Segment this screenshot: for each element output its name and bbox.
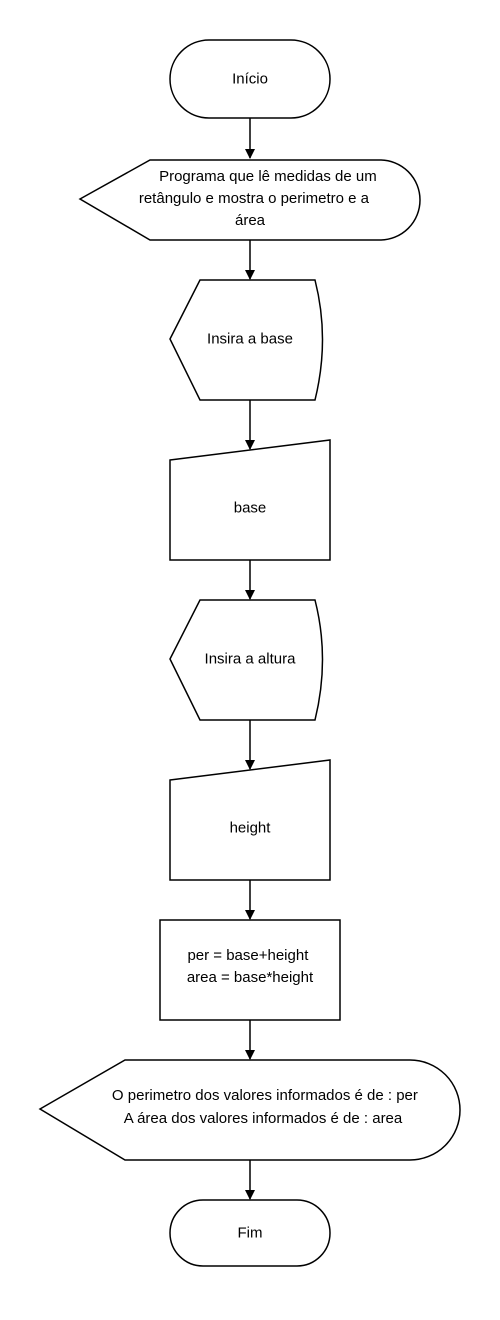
input-base-label: base [234,500,267,517]
input-height: height [169,759,331,881]
display-intro-text: Programa que lê medidas de um retângulo … [139,168,381,229]
display-result: O perimetro dos valores informados é de … [38,1059,461,1161]
display-result-text: O perimetro dos valores informados é de … [112,1087,422,1127]
process-calc-text: per = base+height area = base*height [187,947,314,986]
display-height-prompt: Insira a altura [169,599,324,721]
display-result-line: A área dos valores informados é de : are… [124,1110,403,1127]
end-label: Fim [238,1225,263,1242]
process-calc-shape [159,919,341,1021]
display-height-prompt-label: Insira a altura [205,651,297,668]
display-base-prompt-label: Insira a base [207,331,293,348]
display-base-prompt: Insira a base [169,279,324,401]
display-intro: Programa que lê medidas de um retângulo … [78,159,421,241]
display-result-shape [38,1059,461,1161]
display-intro-line: área [235,212,266,229]
process-calc-line: area = base*height [187,969,314,986]
start-shape [169,39,331,119]
display-height-prompt-shape [169,599,324,721]
end-terminator: Fim [169,1199,331,1267]
display-intro-shape [78,159,421,241]
start-terminator: Início [169,39,331,119]
input-base: base [169,439,331,561]
input-base-shape [169,439,331,561]
process-calc-line: per = base+height [187,947,309,964]
input-height-label: height [230,820,272,837]
display-result-line: O perimetro dos valores informados é de … [112,1087,418,1104]
display-intro-line: retângulo e mostra o perimetro e a [139,190,370,207]
display-base-prompt-shape [169,279,324,401]
process-calc: per = base+height area = base*height [159,919,341,1021]
display-intro-line: Programa que lê medidas de um [159,168,377,185]
start-label: Início [232,71,268,88]
input-height-shape [169,759,331,881]
end-shape [169,1199,331,1267]
